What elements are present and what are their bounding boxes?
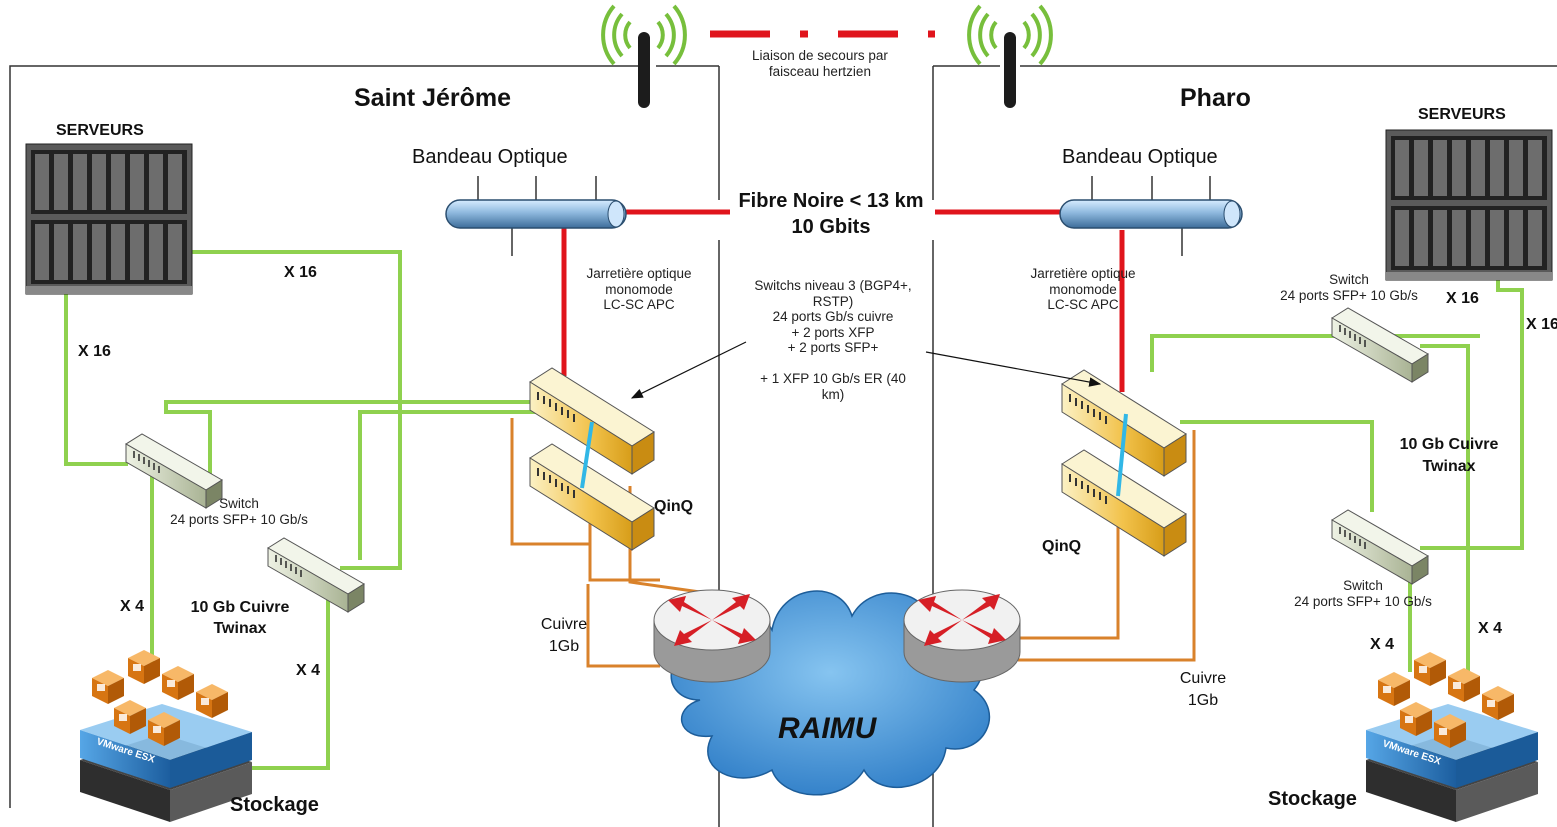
router-left [653,589,771,683]
jumper-label-left: Jarretière optique monomode LC-SC APC [586,266,692,313]
access-switch-label-right-top: Switch 24 ports SFP+ 10 Gb/s [1280,272,1418,303]
optical-panel-label-right: Bandeau Optique [1062,146,1218,168]
pointer-arrow-left [630,341,747,399]
antenna-icon-left [601,4,687,108]
site-title-right: Pharo [1180,84,1251,112]
access-switch-right-1 [1331,307,1429,383]
backup-link-label: Liaison de secours par faisceau hertzien [752,48,888,79]
link-count-x16-left: X 16 [78,343,111,360]
qinq-label-right: QinQ [1042,538,1082,555]
antenna-icon-right [967,4,1053,108]
link-count-x4-left: X 4 [120,598,145,615]
router-right [903,589,1021,683]
access-switch-right-2 [1331,509,1429,585]
pointer-arrow-right [925,351,1102,387]
qinq-label-left: QinQ [654,498,694,515]
optical-panel-label-left: Bandeau Optique [412,146,568,168]
access-switch-label-left: Switch 24 ports SFP+ 10 Gb/s [170,496,308,527]
storage-left: VMware ESX [80,650,252,822]
cloud-label: RAIMU [778,712,877,745]
stack-link-left [580,421,594,489]
servers-label-right: SERVEURS [1418,106,1506,123]
twinax-label-right: 10 Gb Cuivre Twinax [1399,436,1499,475]
jumper-label-right: Jarretière optique monomode LC-SC APC [1030,266,1136,313]
link-count-x16-right-a: X 16 [1446,290,1479,307]
link-count-x16-right-b: X 16 [1526,316,1557,333]
servers-label-left: SERVEURS [56,122,144,139]
storage-label-left: Stockage [230,794,319,816]
copper-label-right: Cuivre 1Gb [1179,670,1227,709]
link-count-x4-right-b: X 4 [1478,620,1503,637]
twinax-label-left: 10 Gb Cuivre Twinax [190,599,290,637]
copper-label-left: Cuivre 1Gb [540,616,588,655]
link-count-x16-left-top: X 16 [284,264,317,281]
server-rack-right [1385,129,1553,281]
copper-links-right [1018,430,1196,662]
link-count-x4-right-a: X 4 [1370,636,1395,653]
optical-panel-left [445,176,627,256]
storage-label-right: Stockage [1268,788,1357,810]
l3-switch-description: Switchs niveau 3 (BGP4+, RSTP) 24 ports … [754,278,912,402]
stack-link-right [1116,413,1128,497]
fibre-label: Fibre Noire < 13 km 10 Gbits [738,190,924,238]
site-title-left: Saint Jérôme [354,84,512,112]
green-links-left [64,250,560,770]
storage-right: VMware ESX [1366,652,1538,822]
link-count-x4-mid: X 4 [296,662,321,679]
optical-panel-right [1059,176,1243,256]
fibre-links [561,209,1125,392]
access-switch-label-right-bottom: Switch 24 ports SFP+ 10 Gb/s [1294,578,1432,609]
server-rack-left [25,143,193,295]
